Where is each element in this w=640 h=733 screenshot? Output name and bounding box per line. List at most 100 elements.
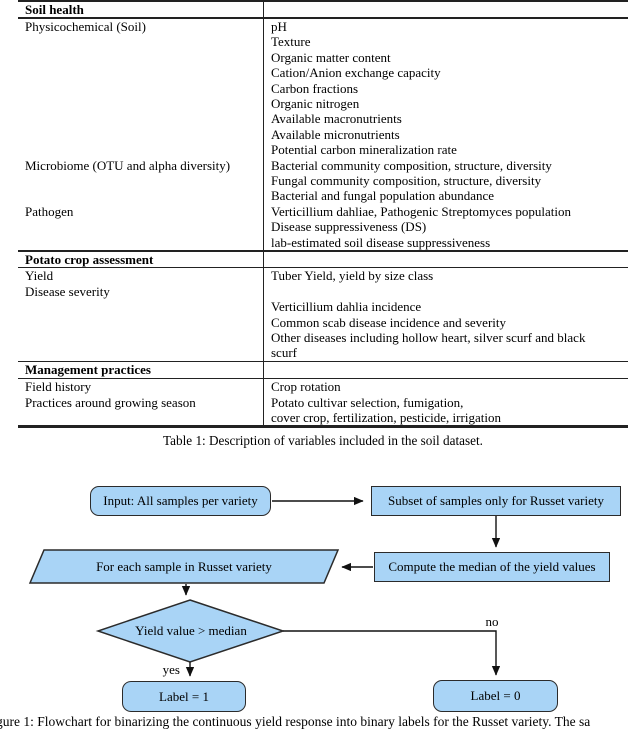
table-row: Organic matter content bbox=[18, 49, 628, 66]
table-row: Carbon fractions bbox=[18, 80, 628, 96]
table-row: cover crop, fertilization, pesticide, ir… bbox=[18, 410, 628, 426]
row-label-cell bbox=[18, 330, 263, 345]
table-row: Common scab disease incidence and severi… bbox=[18, 314, 628, 331]
row-value-cell: Potato cultivar selection, fumigation, bbox=[263, 394, 628, 411]
row-label-cell: Field history bbox=[25, 379, 92, 395]
row-value-cell: Cation/Anion exchange capacity bbox=[263, 65, 628, 81]
table-row: scurf bbox=[18, 345, 628, 361]
row-label-cell bbox=[18, 410, 263, 425]
arrow-decision-to-label0 bbox=[283, 630, 501, 676]
section-header: Potato crop assessment bbox=[25, 251, 154, 267]
row-value-cell: Organic nitrogen bbox=[263, 95, 628, 112]
flow-node-input: Input: All samples per variety bbox=[90, 486, 271, 516]
table-row: lab-estimated soil disease suppressivene… bbox=[18, 234, 628, 250]
section-header: Management practices bbox=[25, 362, 151, 378]
table-row: Other diseases including hollow heart, s… bbox=[18, 330, 628, 346]
row-label-cell bbox=[18, 173, 263, 188]
row-label-cell bbox=[18, 81, 263, 96]
section-rule bbox=[18, 17, 628, 19]
foreach-parallelogram bbox=[30, 550, 338, 583]
edge-label-no: no bbox=[485, 614, 499, 629]
table-bottom-rule bbox=[18, 425, 628, 428]
row-label-cell bbox=[18, 96, 263, 111]
row-label-cell: Practices around growing season bbox=[25, 394, 196, 410]
flow-node-subset: Subset of samples only for Russet variet… bbox=[371, 486, 621, 516]
row-label-cell bbox=[18, 127, 263, 142]
section-header-spacer bbox=[263, 2, 628, 18]
table-row: Texture bbox=[18, 34, 628, 50]
row-value-cell: Carbon fractions bbox=[263, 80, 628, 96]
row-value-cell: Bacterial and fungal population abundanc… bbox=[263, 188, 628, 204]
foreach-parallelogram-border bbox=[28, 549, 340, 584]
flowchart-figure: Input: All samples per variety Subset of… bbox=[0, 470, 640, 733]
table-row: Physicochemical (Soil) pH bbox=[18, 18, 628, 35]
section-rule bbox=[18, 250, 628, 252]
row-label-cell bbox=[18, 219, 263, 234]
flow-node-label0: Label = 0 bbox=[433, 680, 558, 712]
flow-node-foreach-label: For each sample in Russet variety bbox=[96, 558, 272, 574]
row-label-cell bbox=[18, 142, 263, 157]
row-value-cell: scurf bbox=[263, 345, 628, 361]
table-row: Cation/Anion exchange capacity bbox=[18, 65, 628, 81]
table-row: Bacterial and fungal population abundanc… bbox=[18, 188, 628, 204]
figure-caption: gure 1: Flowchart for binarizing the con… bbox=[0, 714, 591, 729]
row-label-cell bbox=[18, 50, 263, 65]
row-label-cell: Disease severity bbox=[25, 283, 110, 299]
table-row: Potential carbon mineralization rate bbox=[18, 142, 628, 158]
row-value-cell: Disease suppressiveness (DS) bbox=[263, 219, 628, 235]
flow-node-decision-label: Yield value > median bbox=[135, 623, 247, 638]
row-value-cell: lab-estimated soil disease suppressivene… bbox=[263, 234, 628, 250]
row-value-cell: Other diseases including hollow heart, s… bbox=[263, 330, 628, 346]
row-value-cell: Organic matter content bbox=[263, 49, 628, 66]
row-value-cell: Verticillium dahlia incidence bbox=[263, 299, 628, 315]
row-value-cell: Verticillium dahliae, Pathogenic Strepto… bbox=[263, 203, 628, 220]
table-top-rule bbox=[18, 0, 628, 2]
row-label-cell bbox=[18, 345, 263, 360]
table-row: Fungal community composition, structure,… bbox=[18, 172, 628, 189]
row-value-cell: Available micronutrients bbox=[263, 126, 628, 143]
section-rule bbox=[18, 360, 628, 363]
row-label-cell: Physicochemical (Soil) bbox=[25, 18, 146, 34]
row-label-cell bbox=[18, 65, 263, 80]
row-label-cell bbox=[18, 188, 263, 203]
row-value-cell bbox=[263, 283, 628, 300]
flow-node-median: Compute the median of the yield values bbox=[374, 552, 610, 582]
row-label-cell bbox=[18, 299, 263, 314]
row-value-cell: Available macronutrients bbox=[263, 111, 628, 127]
section-header-row: Soil health bbox=[18, 2, 628, 18]
row-label-cell: Microbiome (OTU and alpha diversity) bbox=[25, 157, 231, 173]
section-rule bbox=[18, 377, 628, 380]
row-label-cell: Pathogen bbox=[25, 203, 74, 219]
row-value-cell: pH bbox=[263, 18, 628, 35]
row-value-cell: Bacterial community composition, structu… bbox=[263, 157, 628, 173]
variables-table: Soil health Physicochemical (Soil) pH Tex… bbox=[18, 0, 628, 448]
row-value-cell: cover crop, fertilization, pesticide, ir… bbox=[263, 410, 628, 426]
edge-label-yes: yes bbox=[162, 662, 180, 677]
row-value-cell: Texture bbox=[263, 34, 628, 50]
row-label-cell bbox=[18, 111, 263, 126]
table-row: Practices around growing season Potato cu… bbox=[18, 394, 628, 411]
table-row: Disease suppressiveness (DS) bbox=[18, 219, 628, 235]
row-value-cell: Potential carbon mineralization rate bbox=[263, 142, 628, 158]
row-label-cell bbox=[18, 34, 263, 49]
table-row: Organic nitrogen bbox=[18, 95, 628, 112]
table-row: Microbiome (OTU and alpha diversity) Bact… bbox=[18, 157, 628, 173]
row-label-cell bbox=[18, 235, 263, 250]
table-row: Verticillium dahlia incidence bbox=[18, 299, 628, 315]
table-row: Disease severity bbox=[18, 283, 628, 300]
section-header-spacer bbox=[263, 362, 628, 378]
section-rule bbox=[18, 266, 628, 269]
flowchart-arrows bbox=[28, 496, 501, 677]
row-value-cell: Crop rotation bbox=[263, 379, 628, 395]
row-label-cell: Yield bbox=[25, 268, 54, 284]
table-row: Available macronutrients bbox=[18, 111, 628, 127]
section-header: Soil health bbox=[25, 2, 84, 17]
table-row: Available micronutrients bbox=[18, 126, 628, 143]
table-row: Pathogen Verticillium dahliae, Pathogenic… bbox=[18, 203, 628, 220]
flow-node-label1: Label = 1 bbox=[122, 681, 246, 712]
table-caption: Table 1: Description of variables includ… bbox=[163, 432, 483, 448]
row-label-cell bbox=[18, 315, 263, 330]
section-header-row: Management practices bbox=[18, 362, 628, 378]
